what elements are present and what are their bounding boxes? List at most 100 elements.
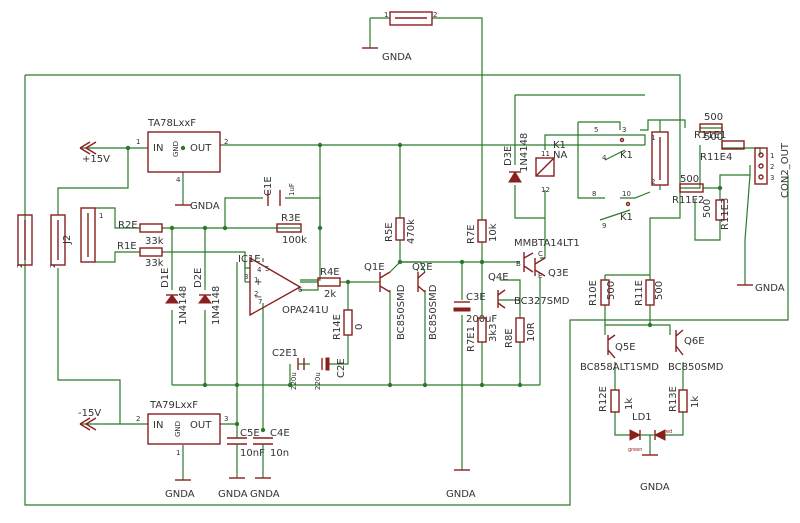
left-connector-2: 2	[49, 214, 66, 268]
resistor-r11e2: 500 R11E2	[672, 174, 704, 206]
svg-text:10nF: 10nF	[240, 448, 265, 459]
resistor-r10e: R10E 500	[588, 279, 617, 306]
top-connector: 1 2	[384, 11, 437, 26]
svg-text:MMBTA14LT1: MMBTA14LT1	[514, 238, 580, 249]
svg-text:+15V: +15V	[82, 154, 110, 165]
transistor-q1e: Q1E BC850SMD	[364, 262, 407, 340]
svg-text:Q3E: Q3E	[548, 268, 569, 279]
svg-text:OUT: OUT	[190, 143, 212, 154]
svg-text:2: 2	[254, 290, 258, 298]
svg-text:BC850SMD: BC850SMD	[668, 362, 724, 373]
relay-contact-a: 5 3 4 K1	[594, 126, 633, 162]
svg-text:K1: K1	[620, 212, 633, 223]
svg-text:C3E: C3E	[466, 292, 486, 303]
svg-text:GNDA: GNDA	[250, 489, 280, 500]
opamp-ic1e: IC1E OPA241U 1 2 3 4 5 6 7 + −	[238, 254, 329, 317]
resistor-r11e1: 500 R11E1	[694, 112, 726, 141]
svg-text:LD1: LD1	[632, 412, 652, 423]
svg-text:2: 2	[16, 264, 24, 268]
svg-text:+: +	[254, 277, 262, 288]
gnda-symbol-top: GNDA	[362, 47, 412, 63]
svg-text:7: 7	[258, 298, 262, 306]
svg-text:4: 4	[176, 176, 181, 184]
svg-text:R2E: R2E	[118, 220, 138, 231]
capacitor-c2e: C2E 220u	[314, 357, 347, 390]
svg-text:IN: IN	[153, 143, 163, 154]
svg-text:Q5E: Q5E	[615, 342, 636, 353]
svg-text:500: 500	[680, 174, 699, 185]
relay-contact-b: 8 10 9 K1	[592, 190, 633, 230]
svg-text:3: 3	[622, 126, 626, 134]
svg-text:Q1E: Q1E	[364, 262, 385, 273]
svg-text:R1E: R1E	[117, 241, 137, 252]
resistor-r12e: R12E 1k	[598, 386, 635, 413]
svg-text:NA: NA	[553, 150, 567, 161]
svg-text:IC1E: IC1E	[238, 254, 261, 265]
svg-text:5: 5	[265, 265, 269, 273]
left-connector-1: 2	[16, 214, 33, 268]
svg-text:C: C	[538, 250, 543, 258]
relay-coil-k1: K1 NA 11 12	[535, 140, 567, 194]
input-connector-j2: J2 1	[62, 207, 103, 263]
resistor-r3e: R3E 100k	[276, 213, 307, 246]
resistor-r11e4: 500 R11E4	[700, 132, 745, 163]
svg-text:OUT: OUT	[190, 420, 212, 431]
gnda-symbol-mid: GNDA	[446, 469, 476, 500]
svg-text:1k: 1k	[690, 396, 701, 408]
svg-text:10n: 10n	[270, 448, 289, 459]
resistor-r14e: R14E 0	[332, 309, 365, 340]
svg-text:B: B	[516, 260, 521, 268]
svg-text:220u: 220u	[290, 372, 298, 390]
resistor-r7e1: R7E1 3k3	[466, 317, 499, 352]
svg-text:R10E: R10E	[588, 280, 599, 306]
svg-text:GNDA: GNDA	[218, 489, 248, 500]
svg-text:3: 3	[770, 174, 774, 182]
svg-text:1k: 1k	[624, 398, 635, 410]
svg-text:R11E2: R11E2	[672, 195, 704, 206]
svg-text:5: 5	[594, 126, 598, 134]
svg-text:J2: J2	[62, 235, 73, 245]
svg-text:2: 2	[224, 138, 228, 146]
svg-text:1: 1	[384, 11, 388, 19]
svg-text:11: 11	[541, 150, 550, 158]
svg-text:R14E: R14E	[332, 314, 343, 340]
resistor-r5e: R5E 470k	[384, 217, 417, 244]
svg-text:R11E: R11E	[634, 280, 645, 306]
gnda-symbol-c5: GNDA	[218, 477, 248, 500]
svg-text:2k: 2k	[324, 289, 336, 300]
gnda-symbol-right: GNDA	[737, 283, 785, 294]
svg-text:500: 500	[704, 132, 723, 143]
svg-text:-15V: -15V	[78, 408, 101, 419]
svg-text:100k: 100k	[282, 235, 307, 246]
svg-text:3: 3	[244, 273, 248, 281]
wires	[24, 17, 789, 506]
svg-text:R7E1: R7E1	[466, 326, 477, 352]
svg-text:9: 9	[602, 222, 606, 230]
svg-text:D3E: D3E	[503, 146, 514, 166]
svg-text:2: 2	[433, 11, 437, 19]
transistor-q2e: Q2E BC850SMD	[412, 262, 439, 340]
svg-text:D2E: D2E	[193, 268, 204, 288]
fuse-holder: 1 2	[651, 131, 669, 186]
transistor-q4e: Q4E	[488, 272, 509, 309]
svg-text:1: 1	[176, 449, 180, 457]
minus15-supply-symbol: -15V	[78, 408, 101, 431]
transistor-q6e: Q6E BC850SMD	[668, 329, 724, 373]
resistor-r13e: R13E 1k	[668, 386, 701, 413]
resistor-r2e: R2E 33k	[118, 220, 164, 247]
svg-text:R4E: R4E	[320, 267, 340, 278]
svg-text:500: 500	[654, 281, 665, 300]
svg-text:1N4148: 1N4148	[178, 286, 189, 325]
svg-text:R3E: R3E	[281, 213, 301, 224]
svg-text:K1: K1	[553, 140, 566, 151]
junctions	[125, 142, 723, 433]
plus15-supply-symbol: +15V	[79, 141, 110, 165]
resistor-r8e: R8E 10R	[504, 317, 537, 348]
svg-text:1N4148: 1N4148	[519, 133, 530, 172]
svg-text:CON2_OUT: CON2_OUT	[780, 142, 791, 198]
gnda-symbol-regpos: GNDA	[175, 201, 220, 212]
svg-text:R8E: R8E	[504, 328, 515, 348]
svg-text:3: 3	[224, 415, 228, 423]
gnda-symbol-led: GNDA	[640, 454, 670, 493]
